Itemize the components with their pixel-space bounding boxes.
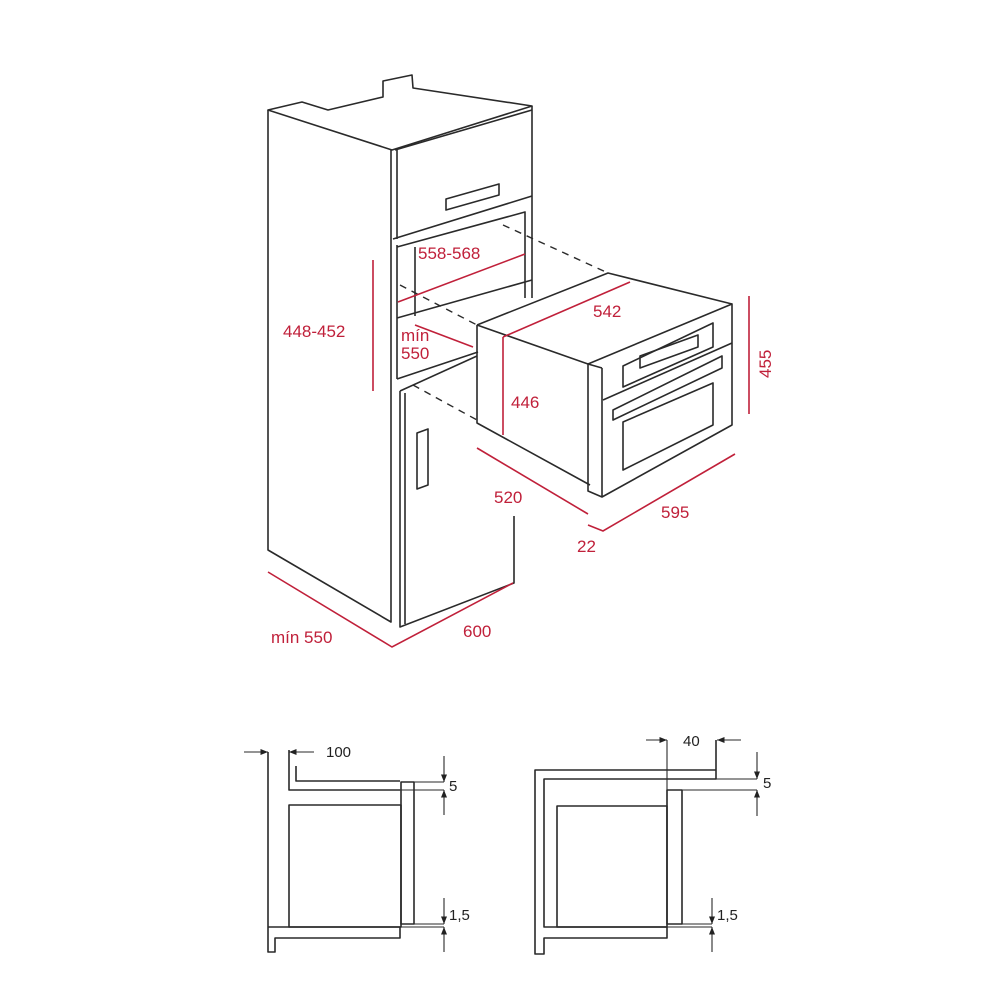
lower-door-handle xyxy=(416,428,429,490)
oven xyxy=(476,272,733,498)
dim-oven-body-height: 446 xyxy=(511,393,539,412)
oven-front-panel xyxy=(666,789,683,925)
dim-gap-100: 100 xyxy=(326,744,351,761)
lower-door xyxy=(399,355,515,628)
cabinet-side-panel xyxy=(267,110,392,623)
oven-divider xyxy=(602,342,733,401)
cabinet-top xyxy=(267,74,533,151)
oven-front-frame xyxy=(587,303,733,498)
top-shelf xyxy=(288,750,400,791)
dim-niche-width: 558-568 xyxy=(418,244,480,263)
dim-oven-total-width: 595 xyxy=(661,503,689,522)
oven-control-panel xyxy=(622,322,714,388)
oven-body xyxy=(476,272,733,486)
dim-gap-40: 40 xyxy=(683,733,700,750)
dim-niche-height: 448-452 xyxy=(283,322,345,341)
dashed-guides xyxy=(399,224,609,421)
dim-oven-body-width: 542 xyxy=(593,302,621,321)
section-left: 100 5 1,5 xyxy=(244,744,470,953)
upper-drawer-front xyxy=(392,109,533,240)
dim-cabinet-depth: mín 550 xyxy=(271,628,332,647)
dim-front-panel-depth: 22 xyxy=(577,537,596,556)
dimensions: 448-452 558-568 mín 550 542 446 455 520 … xyxy=(267,244,775,648)
upper-drawer-handle xyxy=(445,183,500,211)
cabinet xyxy=(267,74,533,628)
wall-and-base xyxy=(267,752,401,953)
dim-top-gap-5: 5 xyxy=(763,775,771,792)
dim-oven-depth: 520 xyxy=(494,488,522,507)
dim-niche-depth-label: mín xyxy=(401,326,429,345)
niche-frame xyxy=(396,211,533,380)
dim-bottom-gap-1-5: 1,5 xyxy=(717,907,738,924)
oven-front-panel xyxy=(400,781,415,925)
oven-door-handle xyxy=(612,355,723,421)
oven-box xyxy=(556,805,668,928)
oven-display xyxy=(639,334,699,369)
dim-cabinet-width: 600 xyxy=(463,622,491,641)
dim-niche-depth: 550 xyxy=(401,344,429,363)
dim-bottom-gap-1-5: 1,5 xyxy=(449,907,470,924)
outer-cabinet xyxy=(534,740,717,955)
dim-oven-total-height: 455 xyxy=(756,350,775,378)
oven-window xyxy=(622,382,714,471)
oven-box xyxy=(288,804,402,928)
section-right: 40 5 1,5 xyxy=(534,733,771,955)
dim-top-gap-5: 5 xyxy=(449,778,457,795)
